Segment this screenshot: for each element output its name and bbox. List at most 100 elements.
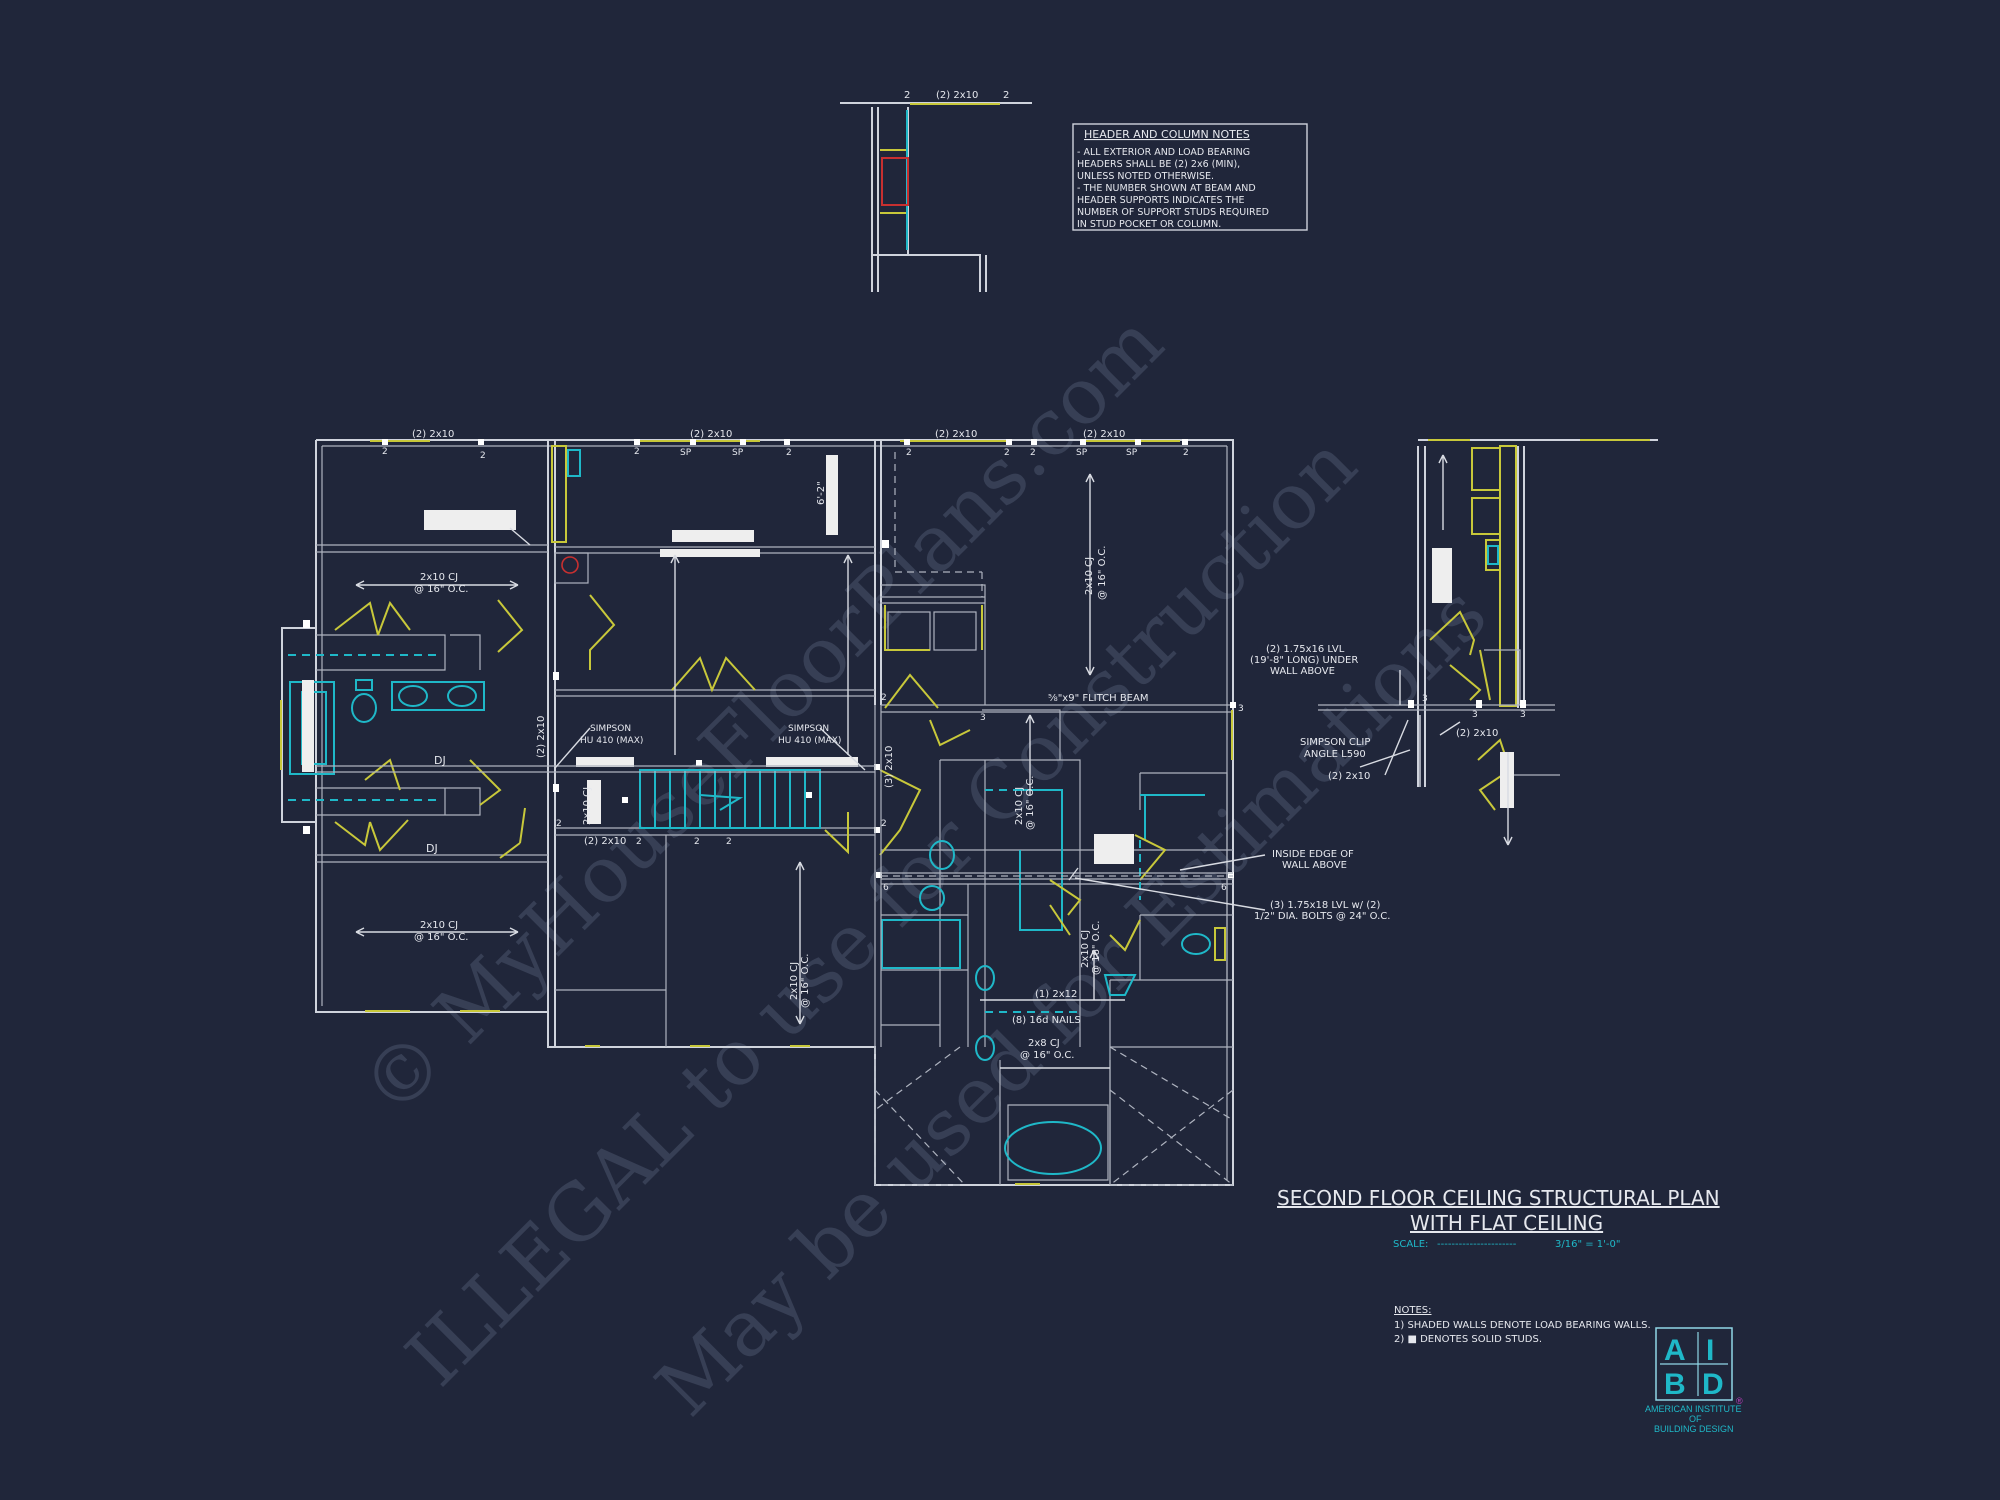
plan-subtitle: WITH FLAT CEILING [1410,1211,1603,1235]
note-item: 1) SHADED WALLS DENOTE LOAD BEARING WALL… [1394,1320,1651,1331]
detail-header-label: (2) 2x10 [936,90,978,101]
scale-value: 3/16" = 1'-0" [1555,1239,1620,1250]
scale-dots: ---------------------- [1437,1239,1517,1250]
nail-label: (8) 16d NAILS [1012,1015,1081,1026]
double-joist-label: DJ [434,754,446,767]
plan-title: SECOND FLOOR CEILING STRUCTURAL PLAN [1277,1186,1720,1210]
stud-count: 2 [1030,448,1036,458]
double-joist-label: DJ [426,842,438,855]
right-annotations: (2) 1.75x16 LVL (19'-8" LONG) UNDER WALL… [1250,644,1526,922]
logo-letter-i: I [1706,1334,1714,1367]
logo-line3: BUILDING DESIGN [1654,1424,1734,1434]
joist-label: 2x10 CJ [1080,930,1091,968]
joist-label: 2x10 CJ [420,920,458,931]
logo-line2: OF [1689,1414,1702,1424]
stud-count: 2 [382,447,388,457]
notes-box-title: HEADER AND COLUMN NOTES [1084,128,1250,141]
joist-label: 2x8 CJ [1028,1038,1060,1049]
header-label: (2) 2x10 [1456,728,1498,739]
hanger-label: SIMPSON [788,724,829,734]
sp-label: SP [1076,448,1088,458]
lvl-bolt-callout: (3) 1.75x18 LVL w/ (2) [1270,900,1380,911]
notes-line: - THE NUMBER SHOWN AT BEAM AND [1077,183,1256,194]
stud-count: 2 [694,837,700,847]
joist-label: 2x10 CJ [1084,557,1095,595]
top-wall-detail: 2 (2) 2x10 2 [840,90,1032,292]
logo-letter-b: B [1664,1368,1686,1401]
note-item: 2) ■ DENOTES SOLID STUDS. [1394,1334,1542,1345]
stud-count: 2 [881,693,887,703]
lvl-bolt-callout: 1/2" DIA. BOLTS @ 24" O.C. [1254,911,1390,922]
notes-line: NUMBER OF SUPPORT STUDS REQUIRED [1077,207,1269,218]
stud-count: 2 [1004,448,1010,458]
stud-count: 2 [556,819,562,829]
logo-letter-d: D [1702,1368,1724,1401]
joist-spacing: @ 16" O.C. [1091,921,1102,976]
stud-count: 3 [1472,710,1478,720]
header-label: (2) 2x10 [1328,771,1370,782]
floor-plan [280,439,1266,1186]
lvl-callout: (19'-8" LONG) UNDER [1250,655,1358,666]
logo-line1: AMERICAN INSTITUTE [1645,1404,1742,1414]
detail-stud-2a: 2 [904,90,910,101]
right-wall-detail [1318,439,1658,846]
header-label: (2) 2x10 [1083,429,1125,440]
joist-label: 2x10 CJ [420,572,458,583]
notes-line: - ALL EXTERIOR AND LOAD BEARING [1077,147,1250,158]
joist-spacing: @ 16" O.C. [1020,1050,1075,1061]
notes-title: NOTES: [1394,1305,1432,1316]
header-label: (3) 2x10 [884,746,895,788]
stud-count: 2 [634,447,640,457]
sp-label: SP [732,448,744,458]
hanger-spec: HU 410 (MAX) [580,736,643,746]
header-label: (2) 2x10 [412,429,454,440]
lvl-callout: (2) 1.75x16 LVL [1266,644,1345,655]
stud-count: 3 [1520,710,1526,720]
header-column-notes: HEADER AND COLUMN NOTES - ALL EXTERIOR A… [1072,123,1308,231]
general-notes: NOTES: 1) SHADED WALLS DENOTE LOAD BEARI… [1394,1305,1651,1345]
logo-registered: ® [1736,1396,1743,1406]
notes-line: IN STUD POCKET OR COLUMN. [1077,219,1221,230]
stairs [639,769,821,829]
joist-spacing: @ 16" O.C. [1025,776,1036,831]
stud-count: 2 [726,837,732,847]
notes-line: UNLESS NOTED OTHERWISE. [1077,171,1214,182]
aibd-logo: A I B D ® AMERICAN INSTITUTE OF BUILDING… [1645,1327,1743,1434]
stud-count: 2 [1183,448,1189,458]
clip-callout: SIMPSON CLIP [1300,737,1370,748]
inside-edge-callout: WALL ABOVE [1282,860,1347,871]
stud-count: 6 [1221,883,1227,893]
joist-spacing: @ 16" O.C. [800,954,811,1009]
stud-count: 2 [881,819,887,829]
logo-letter-a: A [1664,1334,1686,1367]
joist-spacing: @ 16" O.C. [414,584,469,595]
header-label: (2) 2x10 [935,429,977,440]
flitch-beam-label: ⅝"x9" FLITCH BEAM [1048,693,1148,704]
joist-spacing: @ 16" O.C. [1097,546,1108,601]
joist-label: 2x10 CJ [789,962,800,1000]
stud-count: 3 [980,713,986,723]
hanger-label: SIMPSON [590,724,631,734]
joist-label: 2x10 CJ [1014,787,1025,825]
joist-spacing: @ 16" O.C. [414,932,469,943]
clip-callout: ANGLE L590 [1304,749,1366,760]
header-label: (1) 2x12 [1035,989,1077,1000]
header-label: (2) 2x10 [584,836,626,847]
stud-count: 3 [1238,704,1244,714]
plan-labels: (2) 2x10 (2) 2x10 (2) 2x10 (2) 2x10 2 2 … [382,429,1244,1061]
stud-count: 2 [636,837,642,847]
plan-title-block: SECOND FLOOR CEILING STRUCTURAL PLAN WIT… [1277,1186,1720,1250]
sp-label: SP [1126,448,1138,458]
stud-count: 3 [1422,694,1428,704]
joist-label: 2x10 CJ [582,787,593,825]
stud-count: 2 [786,448,792,458]
stud-count: 6 [883,883,889,893]
scale-label: SCALE: [1393,1239,1428,1250]
hanger-spec: HU 410 (MAX) [778,736,841,746]
detail-stud-2b: 2 [1003,90,1009,101]
sp-label: SP [680,448,692,458]
inside-edge-callout: INSIDE EDGE OF [1272,849,1354,860]
header-label: (2) 2x10 [536,716,547,758]
stud-count: 2 [480,451,486,461]
